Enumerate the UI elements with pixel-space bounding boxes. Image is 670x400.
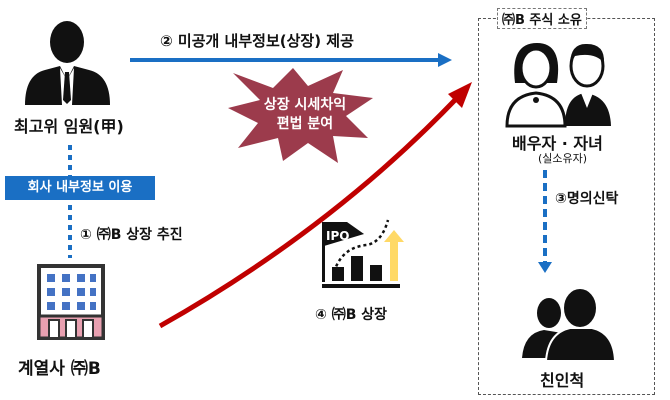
executive-label: 최고위 임원(甲) xyxy=(14,117,124,136)
spouse-children-sub: (실소유자) xyxy=(538,152,588,165)
building-icon xyxy=(37,264,105,340)
internal-info-box: 회사 내부정보 이용 xyxy=(5,176,155,200)
ownership-box-title: ㈜B 주식 소유 xyxy=(497,8,587,29)
relatives-label: 친인척 xyxy=(540,371,585,390)
ipo-chart-icon: IPO xyxy=(322,219,404,288)
affiliate-label: 계열사 ㈜B xyxy=(18,359,101,379)
spouse-children-label: 배우자 · 자녀 xyxy=(512,134,603,153)
step3-label: ③명의신탁 xyxy=(555,191,619,207)
step2-label: ② 미공개 내부정보(상장) 제공 xyxy=(160,32,354,50)
spouse-children-icon xyxy=(505,43,611,128)
executive-silhouette-icon xyxy=(25,21,110,105)
burst-line2: 편법 분여 xyxy=(276,116,334,132)
profit-starburst-shape xyxy=(228,68,373,163)
burst-line1: 상장 시세차익 xyxy=(263,97,347,113)
relatives-icon xyxy=(522,287,617,362)
ipo-icon-text: IPO xyxy=(326,229,349,243)
internal-info-label: 회사 내부정보 이용 xyxy=(27,180,133,195)
step1-label: ① ㈜B 상장 추진 xyxy=(80,227,183,243)
step4-label: ④ ㈜B 상장 xyxy=(315,307,388,323)
